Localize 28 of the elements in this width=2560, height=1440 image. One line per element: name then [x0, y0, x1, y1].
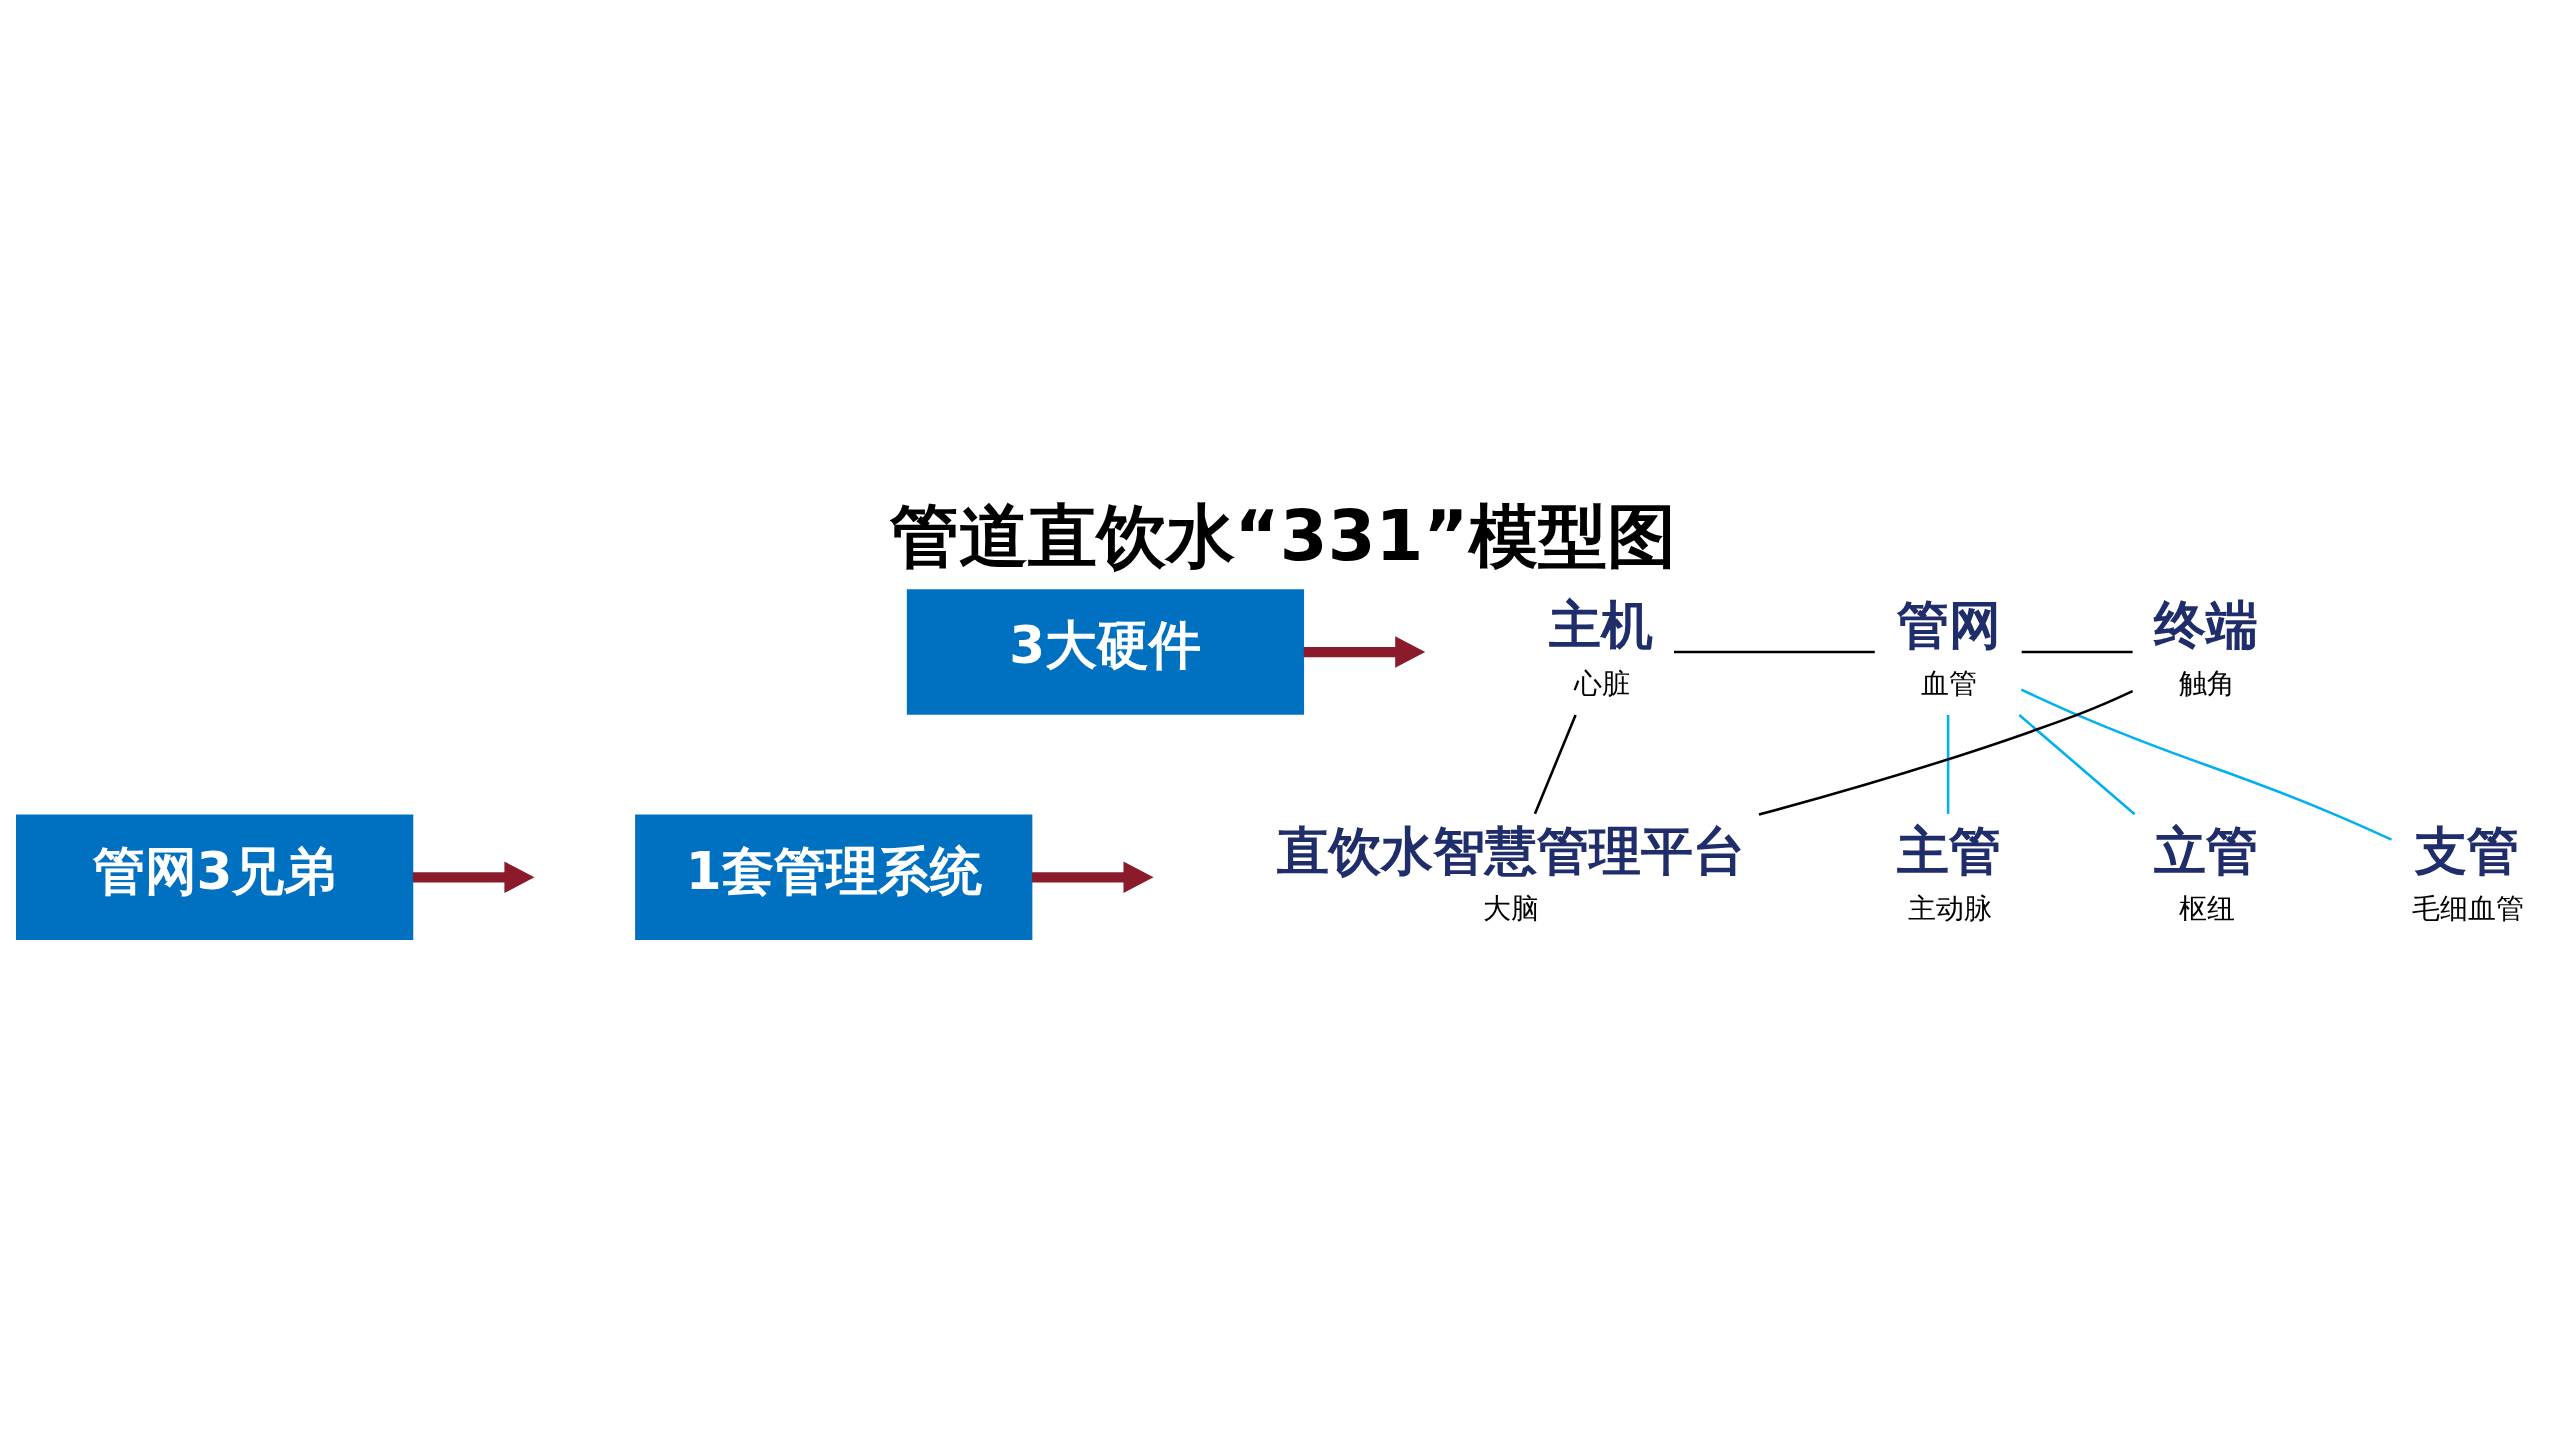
node-text: 直饮水智慧管理平台	[1277, 820, 1746, 881]
node-label: 枢纽	[2179, 892, 2236, 925]
diagram-title: 管道直饮水“331”模型图	[889, 496, 1676, 577]
connector	[1758, 689, 2134, 816]
node-box: 1套管理系统	[635, 814, 1033, 941]
node-label: 毛细血管	[2412, 892, 2525, 925]
arrow	[412, 861, 535, 894]
node-box: 管网3兄弟	[16, 814, 414, 941]
connector	[1674, 650, 1875, 654]
arrow	[1032, 861, 1154, 894]
node-text: 管网	[1896, 595, 2001, 656]
node-label: 大脑	[1482, 892, 1539, 925]
connector	[2021, 650, 2133, 654]
node-text: 支管	[2415, 820, 2519, 881]
node-box: 3大硬件	[906, 589, 1305, 715]
node-text: 主机	[1549, 595, 1654, 656]
node-label: 心脏	[1574, 667, 1631, 699]
connector	[1533, 714, 1577, 815]
connector	[2018, 714, 2136, 816]
node-label: 触角	[2179, 667, 2236, 699]
connector	[1946, 715, 1950, 814]
node-label: 主动脉	[1907, 892, 1992, 925]
node-label: 血管	[1921, 667, 1978, 699]
node-text: 主管	[1896, 820, 2001, 881]
connector	[2020, 688, 2393, 841]
arrow	[1303, 636, 1426, 668]
node-text: 终端	[2154, 595, 2259, 656]
node-text: 立管	[2154, 820, 2259, 881]
